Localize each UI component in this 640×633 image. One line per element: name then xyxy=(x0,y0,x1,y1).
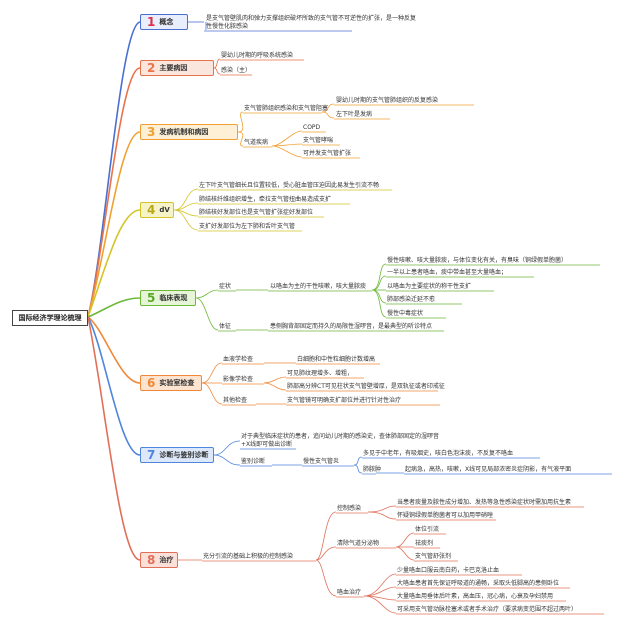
branch-4-connector xyxy=(87,209,141,318)
treatment-item: 体位引流 xyxy=(415,526,440,533)
differential-detail: 多见于中老年，有吸烟史，咳白色泡沫痰，不反复不咯血 xyxy=(363,450,514,457)
sign-label: 体征 xyxy=(219,323,232,330)
treatment-item: 可采用支气管动脉栓塞术或者手术治疗（要求病变范围不超过两叶） xyxy=(397,606,578,613)
treatment-item: 支气管舒张剂 xyxy=(415,553,452,560)
branch-3-node: 3 发病机制和病因 xyxy=(140,124,238,140)
branch-7-connector xyxy=(87,316,141,456)
dv-item: 肺结核纤维组织增生，牵拉支气管扭曲易造成支扩 xyxy=(199,196,332,203)
mechanism-item: 支气管肺组织感染和支气管阻塞 xyxy=(244,105,329,112)
symptom-summary: 以咯血为主的干性咳嗽，咳大量脓痰 xyxy=(270,283,367,290)
concept-text-line-2: 性慢性化脓感染 xyxy=(206,23,249,30)
diagnosis-text-line-1: 对于典型临床症状的患者，追问幼儿时期的感染史，查体肺部固定的湿啰音 xyxy=(241,433,440,440)
lab-category: 血液学检查 xyxy=(223,356,254,363)
branch-3-title: 发病机制和病因 xyxy=(159,128,209,136)
differential-label: 鉴别诊断 xyxy=(241,458,266,465)
root-topic: 国际经济学理论梳理 xyxy=(12,310,88,326)
branch-3-number: 3 xyxy=(147,125,156,139)
symptom-item: 慢性咳嗽、咳大量脓痰，与体位变化有关，有臭味（铜绿假单胞菌） xyxy=(387,257,568,264)
branch-3-connector xyxy=(87,131,141,318)
cause-item: 婴幼儿时期的呼吸系统感染 xyxy=(221,52,294,59)
lab-item: 肺部高分辨CT可见柱状支气管壁增厚，是双轨征或者印戒征 xyxy=(287,383,445,390)
differential-item: 肺脓肿 xyxy=(363,466,382,473)
branch-6-title: 实验室检查 xyxy=(159,379,195,387)
sign-item: 患侧胸背部固定而持久的局限性湿啰音，是最典型的听诊特点 xyxy=(270,323,433,330)
branch-1-number: 1 xyxy=(147,15,156,29)
lab-category: 影像学检查 xyxy=(223,376,254,383)
lab-category: 其他检查 xyxy=(223,397,248,404)
mechanism-subitem: 婴幼儿时期的支气管肺组织的反复感染 xyxy=(336,97,439,104)
branch-8-connector xyxy=(87,316,141,561)
branch-1-title: 概念 xyxy=(159,18,174,26)
cause-item: 感染（主） xyxy=(221,67,252,74)
branch-4-node: 4 dV xyxy=(140,202,174,218)
mechanism-subitem: 可并发支气管扩张 xyxy=(303,150,352,157)
symptom-item: 一半以上患者咯血，痰中带血甚至大量咯血； xyxy=(387,269,508,276)
differential-item: 慢性支气管炎 xyxy=(303,458,340,465)
branch-7-title: 诊断与鉴别诊断 xyxy=(159,451,209,459)
branch-1-node: 1 概念 xyxy=(140,14,188,30)
branch-1-connector xyxy=(87,21,141,318)
branch-2-connector xyxy=(87,67,141,318)
symptom-item: 肺部感染迁延不愈 xyxy=(387,296,436,303)
lab-item: 支气管镜可明确支扩部位并进行针对性治疗 xyxy=(287,397,402,404)
branch-4-number: 4 xyxy=(147,203,156,217)
branch-2-number: 2 xyxy=(147,61,156,75)
lab-item: 白细胞和中性粒细胞计数增高 xyxy=(297,356,376,363)
diagnosis-text-line-2: +X线即可做出诊断 xyxy=(241,441,293,448)
treatment-principle: 充分引流的基础上积极的控制感染 xyxy=(203,553,294,560)
branch-4-title: dV xyxy=(159,206,170,214)
dv-item: 支扩好发部位为左下肺和舌叶支气管 xyxy=(199,223,296,230)
dv-item: 肺结核好发部位也是支气管扩张症好发部位 xyxy=(199,209,314,216)
treatment-category: 控制感染 xyxy=(337,505,362,512)
treatment-item: 当患者痰量及脓性成分增加、发热等急性感染症状时需加用抗生素 xyxy=(397,499,572,506)
treatment-item: 大咯血患者首先保证呼吸道的通畅，采取头低脚高的患侧卧位 xyxy=(397,580,560,587)
branch-2-title: 主要病因 xyxy=(159,64,188,72)
treatment-item: 祛痰剂 xyxy=(415,540,434,547)
branch-7-number: 7 xyxy=(147,448,156,462)
mechanism-subitem: 支气管哮喘 xyxy=(303,137,334,144)
symptom-item: 以咯血为主要症状的称干性支扩 xyxy=(387,283,472,290)
branch-5-node: 5 临床表现 xyxy=(140,290,196,306)
branch-6-number: 6 xyxy=(147,376,156,390)
branch-6-node: 6 实验室检查 xyxy=(140,375,202,391)
lab-item: 可见肺纹理增多、增粗， xyxy=(287,370,354,377)
treatment-item: 少量咯血口服云南白药，卡巴克洛止血 xyxy=(397,567,500,574)
treatment-item: 怀疑铜绿假单胞菌者可以加用甲硝唑 xyxy=(397,512,494,519)
branch-6-connector xyxy=(87,316,141,384)
symptom-item: 慢性中毒症状 xyxy=(387,310,424,317)
branch-8-node: 8 治疗 xyxy=(140,552,178,568)
treatment-category: 咯血治疗 xyxy=(337,589,362,596)
dv-item: 左下叶支气管细长且位置较低，受心脏血管压迫因此易发生引流不畅 xyxy=(199,182,380,189)
branch-5-connector xyxy=(87,297,141,318)
branch-2-node: 2 主要病因 xyxy=(140,60,214,76)
concept-text-line-1: 是支气管壁肌肉和弹力支撑组织破坏所致的支气管不可逆性的扩张，是一种反复 xyxy=(206,15,417,22)
branch-8-title: 治疗 xyxy=(159,556,174,564)
branch-5-number: 5 xyxy=(147,291,156,305)
branch-5-title: 临床表现 xyxy=(159,294,188,302)
branch-7-node: 7 诊断与鉴别诊断 xyxy=(140,447,214,463)
differential-detail: 起病急，高热，咳嗽，X线可见局部浓密炎症阴影，有气液平面 xyxy=(405,466,572,473)
treatment-item: 大量咯血用垂体后叶素，高血压，冠心病，心衰及孕妇禁用 xyxy=(397,593,554,600)
symptom-label: 症状 xyxy=(219,283,232,290)
mechanism-subitem: COPD xyxy=(303,124,321,131)
branch-8-number: 8 xyxy=(147,553,156,567)
mechanism-item: 气道疾病 xyxy=(244,139,269,146)
mechanism-subitem: 左下叶是发病 xyxy=(336,111,373,118)
treatment-category: 清除气道分泌物 xyxy=(337,540,380,547)
